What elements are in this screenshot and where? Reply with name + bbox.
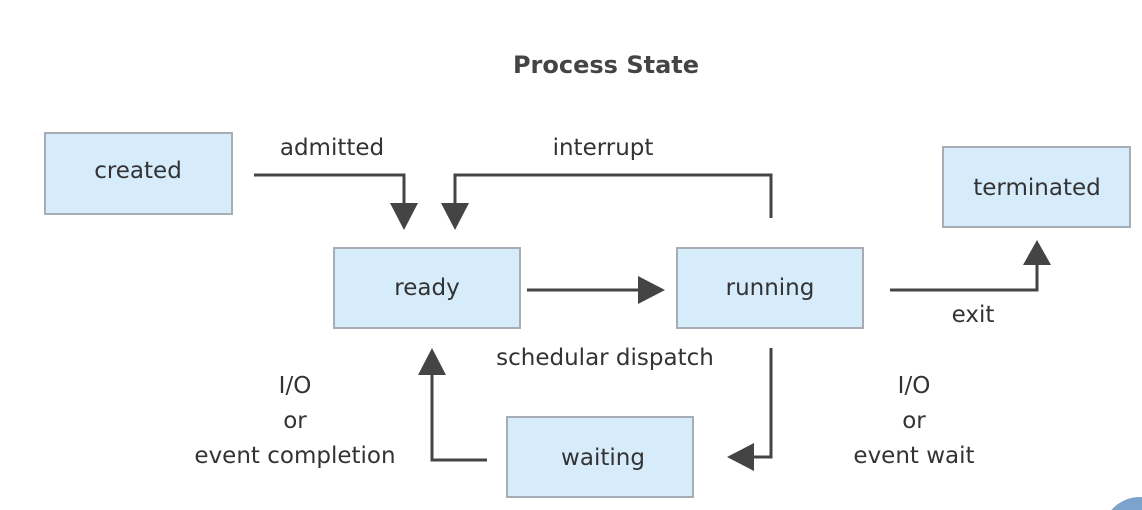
label-io-completion-2: or bbox=[283, 408, 307, 434]
state-ready: ready bbox=[333, 247, 521, 329]
state-label: created bbox=[94, 158, 182, 184]
arrow-io-wait: I/O or event wait bbox=[727, 348, 975, 471]
label-io-wait-2: or bbox=[902, 408, 926, 434]
state-label: running bbox=[726, 275, 815, 301]
arrow-dispatch: schedular dispatch bbox=[496, 276, 714, 371]
label-io-completion-1: I/O bbox=[279, 373, 312, 399]
label-interrupt: interrupt bbox=[553, 135, 654, 161]
label-exit: exit bbox=[952, 302, 995, 328]
arrow-admitted: admitted bbox=[254, 135, 418, 230]
state-terminated: terminated bbox=[942, 146, 1131, 228]
state-label: terminated bbox=[973, 175, 1100, 201]
state-running: running bbox=[676, 247, 864, 329]
state-label: ready bbox=[394, 275, 459, 301]
state-waiting: waiting bbox=[506, 416, 694, 498]
state-created: created bbox=[44, 132, 233, 215]
label-admitted: admitted bbox=[280, 135, 384, 161]
label-dispatch: schedular dispatch bbox=[496, 345, 714, 371]
corner-circle-icon bbox=[1111, 497, 1142, 510]
arrow-interrupt: interrupt bbox=[441, 135, 773, 230]
label-io-completion-3: event completion bbox=[194, 443, 395, 469]
arrow-exit: exit bbox=[890, 240, 1051, 328]
diagram-title: Process State bbox=[513, 51, 699, 79]
state-label: waiting bbox=[561, 445, 645, 471]
label-io-wait-1: I/O bbox=[898, 373, 931, 399]
label-io-wait-3: event wait bbox=[853, 443, 974, 469]
arrow-io-completion: I/O or event completion bbox=[194, 348, 487, 469]
